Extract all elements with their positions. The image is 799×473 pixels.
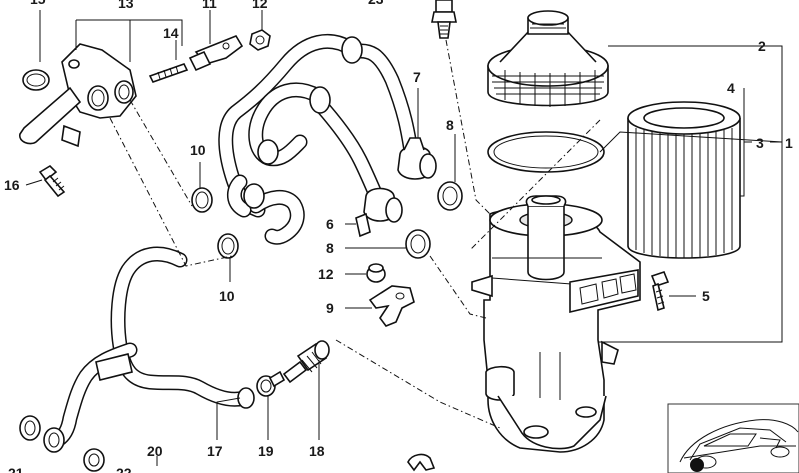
oil-pressure-switch	[431, 0, 457, 39]
callout-16: 16	[4, 177, 20, 193]
hose-retaining-clip	[407, 453, 436, 472]
oil-cooler-hoses	[218, 33, 420, 245]
callout-22: 22	[116, 465, 132, 473]
seal-washer-21-inner	[24, 420, 36, 436]
callout-20: 20	[147, 443, 163, 459]
seal-ring-10-lower-inner	[221, 237, 235, 255]
hose-holder	[188, 35, 244, 72]
seal-washer-22-inner	[88, 453, 100, 467]
seal-ring-10-upper	[191, 187, 213, 213]
spring-clip	[403, 137, 425, 151]
callout-10-lower: 10	[219, 288, 235, 304]
hose-clamp	[256, 370, 286, 397]
bracket	[368, 285, 415, 327]
callout-5: 5	[702, 288, 710, 304]
callout-4: 4	[727, 80, 735, 96]
callout-8-upper: 8	[446, 117, 454, 133]
callout-23: 23	[368, 0, 384, 7]
callout-12-lower: 12	[318, 266, 334, 282]
callout-1: 1	[785, 135, 793, 151]
seal-ring-upper	[437, 181, 463, 211]
location-marker-icon	[690, 458, 704, 472]
connection-flange	[19, 43, 137, 148]
callout-17: 17	[207, 443, 223, 459]
callout-labels: 1 2 3 4 5 6 7 8 8 9 10 10 11 12 12 13 14…	[4, 0, 793, 473]
callout-6: 6	[326, 216, 334, 232]
callout-13: 13	[118, 0, 134, 11]
seal-washer-22	[83, 448, 105, 472]
flange-o-ring-inner	[26, 73, 46, 87]
seal-ring-lower-inner	[410, 234, 426, 254]
filter-element	[627, 101, 741, 259]
filter-housing-cap	[487, 10, 609, 107]
housing-o-ring	[487, 131, 605, 173]
hose-connector	[282, 340, 330, 384]
hose-fittings	[243, 36, 437, 223]
callout-11: 11	[202, 0, 217, 11]
callout-3: 3	[756, 135, 764, 151]
seal-ring-10-lower	[217, 233, 239, 259]
flange-bolt	[38, 164, 66, 198]
assembly-axis-lines	[109, 39, 601, 429]
bracket-hole	[395, 292, 405, 300]
seal-washer-21	[19, 415, 41, 441]
seal-ring-upper-inner	[442, 186, 458, 206]
hose-clip	[355, 212, 371, 238]
callout-21: 21	[8, 465, 24, 473]
stud-bolt	[148, 63, 189, 83]
callout-15: 15	[30, 0, 46, 7]
housing-o-ring-inner	[493, 135, 599, 169]
seal-ring-10-upper-inner	[195, 191, 209, 209]
callout-18: 18	[309, 443, 325, 459]
callout-2: 2	[758, 38, 766, 54]
callout-8-lower: 8	[326, 240, 334, 256]
callout-10-upper: 10	[190, 142, 206, 158]
oil-return-line	[43, 246, 255, 453]
flange-o-ring	[22, 69, 50, 91]
housing-bolt	[650, 271, 670, 312]
callout-7: 7	[413, 69, 421, 85]
hex-nut	[249, 29, 271, 51]
leader-lines	[25, 10, 783, 466]
filter-housing	[471, 195, 641, 453]
rubber-grommet	[366, 263, 386, 283]
callout-12-upper: 12	[252, 0, 268, 11]
vehicle-thumbnail	[667, 403, 799, 473]
callout-14: 14	[163, 25, 179, 41]
callout-19: 19	[258, 443, 274, 459]
seal-ring-lower	[405, 229, 431, 259]
callout-9: 9	[326, 300, 334, 316]
